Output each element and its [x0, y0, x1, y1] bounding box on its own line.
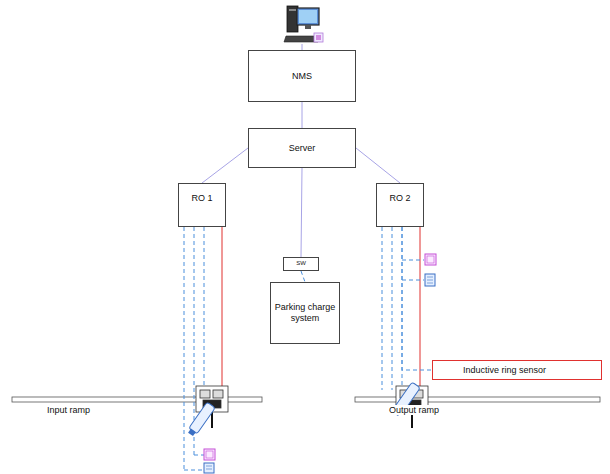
ro1-cables: [184, 227, 222, 470]
node-text: RO 2: [389, 193, 410, 204]
connector: [301, 271, 305, 282]
server-box: Server: [248, 128, 356, 168]
system-box: NMS: [248, 50, 356, 102]
ramp-bar: [12, 397, 600, 402]
connector: [402, 227, 432, 370]
connector: [202, 148, 248, 183]
node-text: RO 1: [191, 193, 212, 204]
ro2-cables: [382, 227, 424, 390]
sensor-icon: [425, 254, 436, 286]
node-text: Server: [289, 143, 316, 154]
node-text: SW: [296, 260, 306, 267]
lpr-camera: [186, 402, 215, 437]
connector: [302, 102, 303, 128]
connector: [301, 168, 302, 257]
computer-icon: [284, 6, 323, 42]
sensor-icon: [204, 449, 215, 473]
switch-box: SW: [283, 257, 319, 271]
ramp-label: Input ramp: [46, 405, 91, 415]
node-text: NMS: [292, 71, 312, 82]
controller-box: RO 1: [178, 183, 226, 227]
ramp-label: Output ramp: [388, 405, 440, 415]
system-box: Parking charge system: [270, 282, 340, 344]
sensor-box: Inductive ring sensor: [432, 360, 602, 380]
node-text: Inductive ring sensor: [463, 365, 546, 376]
controller-box: RO 2: [376, 183, 424, 227]
connector: [356, 148, 400, 183]
node-text: Parking charge system: [271, 302, 339, 324]
